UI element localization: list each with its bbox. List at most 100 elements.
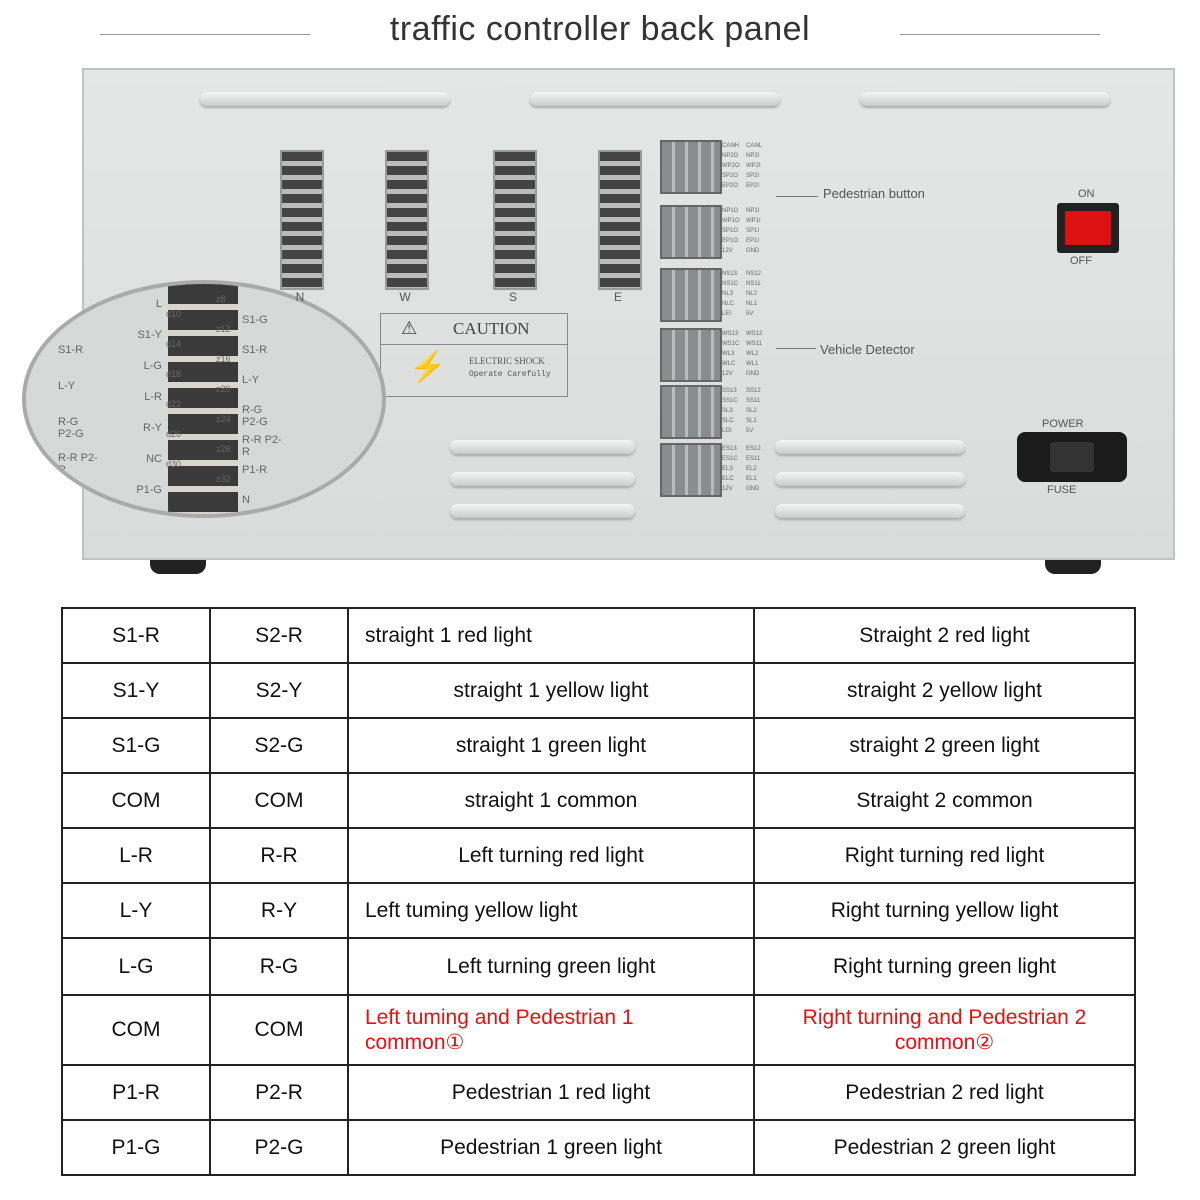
image-title: traffic controller back panel xyxy=(389,10,811,48)
terminal-label: EL2 xyxy=(746,466,757,472)
table-cell-c4: Right turning and Pedestrian 2 common② xyxy=(753,994,1136,1066)
warning-icon: ⚠ xyxy=(401,318,418,338)
terminal-label: CANH xyxy=(722,143,740,149)
power-label: POWER xyxy=(1042,418,1084,430)
power-socket[interactable] xyxy=(1017,432,1127,482)
table-cell-c4: straight 2 yellow light xyxy=(753,662,1136,719)
table-cell-c3: Left tuming yellow light xyxy=(347,882,755,939)
magnified-label: z12 xyxy=(216,324,231,334)
table-cell-c2: S2-G xyxy=(209,717,349,774)
signal-connector xyxy=(598,150,642,290)
signal-connector xyxy=(385,150,429,290)
magnified-label: R-G P2-G xyxy=(242,404,268,428)
table-cell-c1: L-G xyxy=(61,937,211,996)
table-cell-c3: Left tuming and Pedestrian 1 common① xyxy=(347,994,755,1066)
terminal-label: WS12 xyxy=(746,331,763,337)
magnified-label: N xyxy=(242,494,250,506)
terminal-label: EP1O xyxy=(722,238,739,244)
terminal-label: SP2O xyxy=(722,173,739,179)
terminal-label: NS13 xyxy=(722,271,738,277)
magnified-label: L-Y xyxy=(58,380,76,392)
power-switch[interactable] xyxy=(1057,203,1119,253)
table-cell-c2: R-G xyxy=(209,937,349,996)
magnified-label: R-R P2-R xyxy=(242,434,282,458)
terminal-label: SS1C xyxy=(722,398,738,404)
terminal-label: NP2I xyxy=(746,153,760,159)
magnified-label: L xyxy=(155,298,162,310)
table-cell-c1: L-Y xyxy=(61,882,211,939)
terminal-block xyxy=(660,140,722,194)
terminal-label: EP2I xyxy=(746,183,760,189)
terminal-label: NS12 xyxy=(746,271,762,277)
vent-slot xyxy=(450,440,635,454)
table-cell-c1: L-R xyxy=(61,827,211,884)
switch-off-label: OFF xyxy=(1070,255,1092,267)
terminal-label: WLC xyxy=(722,361,736,367)
terminal-label: EL3 xyxy=(722,466,733,472)
table-cell-c3: straight 1 red light xyxy=(347,607,755,664)
magnified-label: z32 xyxy=(216,474,231,484)
terminal-label: WS13 xyxy=(722,331,739,337)
terminal-label: SL3 xyxy=(722,408,733,414)
terminal-label: EP1I xyxy=(746,238,760,244)
signal-connector xyxy=(280,150,324,290)
terminal-label: SL2 xyxy=(746,408,757,414)
magnified-label: R-R P2-R xyxy=(58,452,98,476)
magnified-label: S1-R xyxy=(242,344,268,356)
caution-title: CAUTION xyxy=(453,319,530,338)
magnified-label: d26 xyxy=(166,429,182,439)
magnified-label: z20 xyxy=(216,384,231,394)
magnified-label: L-R xyxy=(144,391,162,403)
table-cell-c4: Right turning green light xyxy=(753,937,1136,996)
terminal-label: 5V xyxy=(746,311,754,317)
terminal-label: WL1 xyxy=(746,361,759,367)
terminal-label: SS11 xyxy=(746,398,761,404)
magnified-label: d18 xyxy=(166,369,182,379)
vent-slot xyxy=(775,472,965,486)
terminal-label: WL3 xyxy=(722,351,735,357)
arrow xyxy=(776,196,818,197)
table-cell-c3: Left turning green light xyxy=(347,937,755,996)
table-cell-c2: S2-R xyxy=(209,607,349,664)
terminal-label: NS11 xyxy=(746,281,761,287)
foot xyxy=(1045,560,1101,574)
terminal-label: NP2O xyxy=(722,153,739,159)
magnified-label: P1-G xyxy=(136,484,162,496)
magnified-label: d14 xyxy=(166,339,182,349)
terminal-label: SP1O xyxy=(722,228,739,234)
table-cell-c3: Pedestrian 1 red light xyxy=(347,1064,755,1121)
arrow xyxy=(776,348,816,349)
terminal-label: NP1O xyxy=(722,208,739,214)
table-cell-c3: straight 1 common xyxy=(347,772,755,829)
magnified-label: NC xyxy=(146,453,162,465)
table-cell-c2: S2-Y xyxy=(209,662,349,719)
terminal-block xyxy=(660,385,722,439)
table-cell-c2: R-Y xyxy=(209,882,349,939)
terminal-label: 5V xyxy=(746,428,754,434)
vent-slot xyxy=(530,92,780,106)
terminal-label: WS11 xyxy=(746,341,762,347)
table-cell-c4: straight 2 green light xyxy=(753,717,1136,774)
foot xyxy=(150,560,206,574)
magnified-label: P1-R xyxy=(58,488,84,500)
magnified-label: R-Y xyxy=(143,422,162,434)
connector-label: E xyxy=(613,290,622,304)
caution-line1: ELECTRIC SHOCK xyxy=(469,356,545,366)
terminal-label: CANL xyxy=(746,143,763,149)
table-cell-c3: Left turning red light xyxy=(347,827,755,884)
caution-line2: Operate Carefully xyxy=(469,370,551,379)
table-cell-c1: S1-R xyxy=(61,607,211,664)
pedestrian-button-label: Pedestrian button xyxy=(823,186,925,201)
magnified-label: z24 xyxy=(216,414,231,424)
table-cell-c2: P2-R xyxy=(209,1064,349,1121)
magnified-label: z16 xyxy=(216,354,231,364)
terminal-block xyxy=(660,328,722,382)
terminal-label: ES12 xyxy=(746,446,761,452)
terminal-label: ES13 xyxy=(722,446,737,452)
